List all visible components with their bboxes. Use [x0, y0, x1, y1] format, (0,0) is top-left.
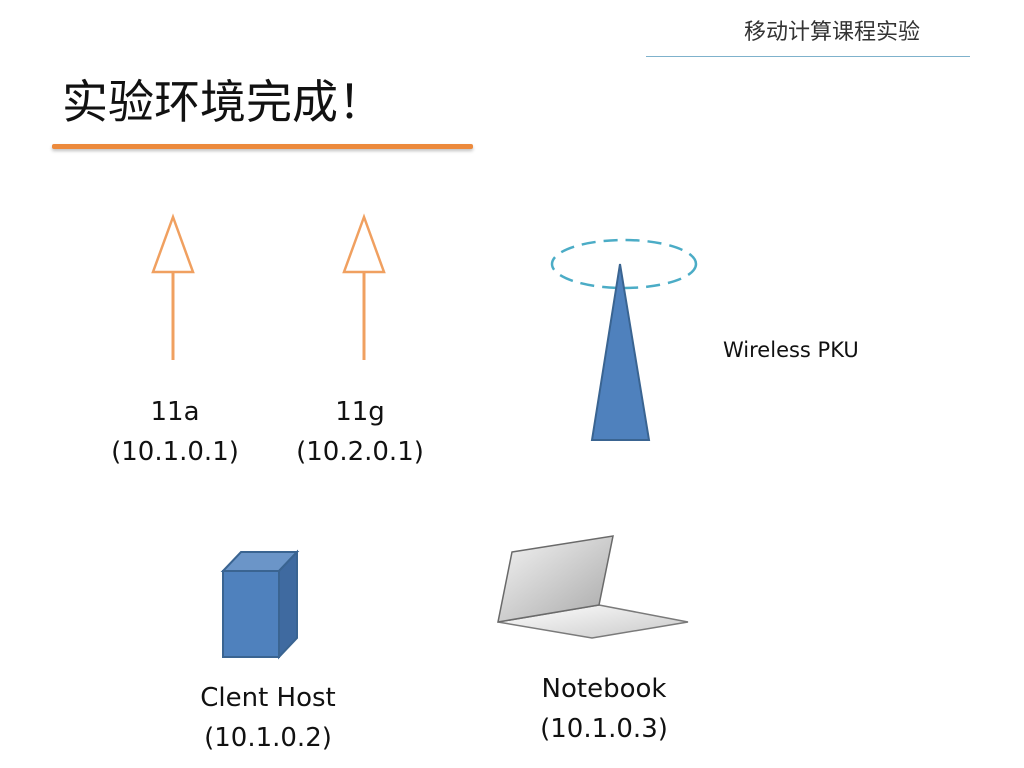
- wireless-ssid-label: Wireless PKU: [723, 338, 859, 362]
- ap-11a-arrow-icon: [151, 213, 195, 360]
- client-host-ip: (10.1.0.2): [204, 723, 332, 753]
- ap-11g-arrow-icon: [342, 213, 386, 360]
- title-underline: [52, 144, 473, 149]
- client-host-label: Clent Host (10.1.0.2): [178, 678, 358, 758]
- laptop-icon: [497, 535, 689, 639]
- ap-11a-label: 11a (10.1.0.1): [100, 392, 250, 472]
- server-box-icon: [220, 549, 300, 660]
- notebook-ip: (10.1.0.3): [540, 714, 668, 744]
- ap-11g-name: 11g: [335, 397, 385, 427]
- ap-11a-ip: (10.1.0.1): [111, 437, 239, 467]
- antenna-tower-icon: [550, 238, 698, 441]
- notebook-label: Notebook (10.1.0.3): [514, 669, 694, 749]
- course-title: 移动计算课程实验: [743, 20, 920, 45]
- client-host-name: Clent Host: [200, 683, 336, 713]
- ap-11g-label: 11g (10.2.0.1): [285, 392, 435, 472]
- ap-11g-ip: (10.2.0.1): [296, 437, 424, 467]
- notebook-name: Notebook: [541, 674, 667, 704]
- ap-11a-name: 11a: [150, 397, 200, 427]
- slide-title: 实验环境完成！: [62, 75, 384, 129]
- header-divider: [646, 56, 970, 57]
